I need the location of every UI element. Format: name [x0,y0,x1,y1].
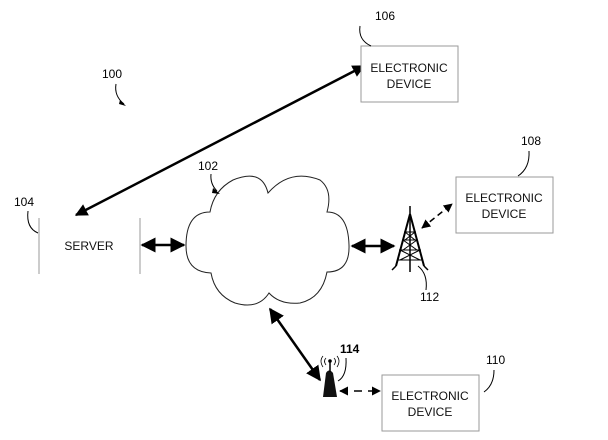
cell-tower-icon [391,206,429,272]
device108-line1: ELECTRONIC [465,191,543,205]
device106-line1: ELECTRONIC [370,61,448,75]
server-ref-leader [27,210,39,234]
network-ref-label: 102 [198,159,218,173]
device106-ref-label: 106 [375,9,395,23]
network-accesspoint-link [268,307,322,382]
device108-ref-leader [517,150,530,177]
tower-ref-label: 112 [420,290,439,304]
accesspoint-ref-label: 114 [340,342,360,356]
access-point-icon [320,355,340,397]
system-ref-label: 100 [102,67,122,81]
device110-line1: ELECTRONIC [391,389,469,403]
device110-ref-label: 110 [486,353,505,367]
system-ref-arrowhead [119,100,126,106]
tower-device108-link [421,203,453,229]
server-label: SERVER [64,239,113,253]
device106-line2: DEVICE [387,77,432,91]
device110-line2: DEVICE [408,405,453,419]
electronic-device-110: ELECTRONIC DEVICE [381,374,480,432]
device108-line2: DEVICE [482,207,527,221]
network-cloud [185,175,350,306]
server-device106-link [74,64,366,217]
device108-ref-label: 108 [521,134,541,148]
device106-ref-leader [359,25,372,47]
server: SERVER [38,218,141,274]
network-ref-leader [210,173,218,192]
device110-ref-leader [483,369,495,393]
network-ref-arrowhead [212,188,220,194]
electronic-device-108: ELECTRONIC DEVICE [455,176,554,234]
tower-ref-leader [417,265,427,291]
server-ref-label: 104 [14,195,34,209]
accesspoint-ref-leader [337,357,347,382]
electronic-device-106: ELECTRONIC DEVICE [360,45,459,103]
